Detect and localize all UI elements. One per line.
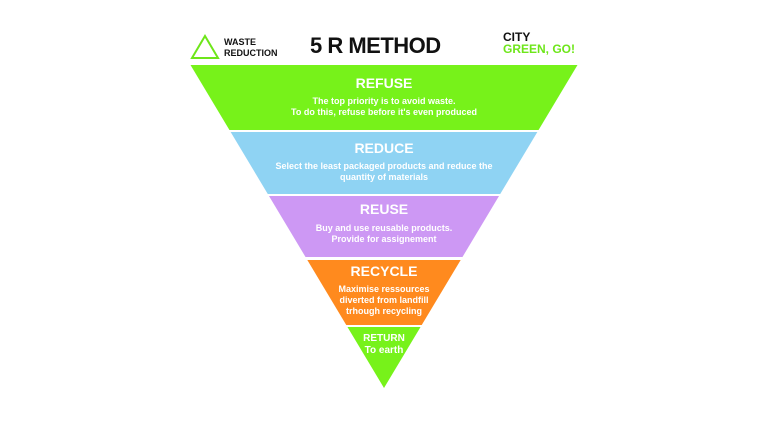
waste-reduction-logo: WASTE REDUCTION <box>224 37 278 59</box>
reuse-band <box>268 196 500 257</box>
recycle-band <box>307 260 461 325</box>
recycle-triangle-icon <box>190 34 220 59</box>
reduce-title: REDUCE <box>354 140 414 156</box>
logo-text-line1: WASTE <box>224 37 257 47</box>
logo-text-line2: REDUCTION <box>224 48 278 58</box>
return-title: RETURN <box>363 333 405 344</box>
reduce-band <box>230 132 538 194</box>
reuse-title: REUSE <box>359 201 409 217</box>
recycle-title: RECYCLE <box>350 263 418 279</box>
logo-green-go: GREEN, GO! <box>503 42 576 56</box>
refuse-title: REFUSE <box>355 75 413 91</box>
reduce-desc-2: quantity of materials <box>339 172 429 182</box>
recycle-desc-1: Maximise ressources <box>338 284 430 294</box>
return-desc-1: To earth <box>364 345 404 356</box>
recycle-desc-3: trhough recycling <box>345 306 423 316</box>
refuse-desc-2: To do this, refuse before it's even prod… <box>290 107 478 117</box>
logo-city: CITY <box>503 30 531 44</box>
reuse-desc-2: Provide for assignement <box>331 234 437 244</box>
page-title: 5 R METHOD <box>310 33 441 58</box>
recycle-desc-2: diverted from landfill <box>339 295 429 305</box>
refuse-desc-1: The top priority is to avoid waste. <box>312 96 456 106</box>
refuse-band <box>190 65 578 130</box>
reduce-desc-1: Select the least packaged products and r… <box>275 161 493 171</box>
reuse-desc-1: Buy and use reusable products. <box>315 223 453 233</box>
city-green-go-logo: CITY GREEN, GO! <box>503 31 575 55</box>
return-band <box>347 327 421 388</box>
